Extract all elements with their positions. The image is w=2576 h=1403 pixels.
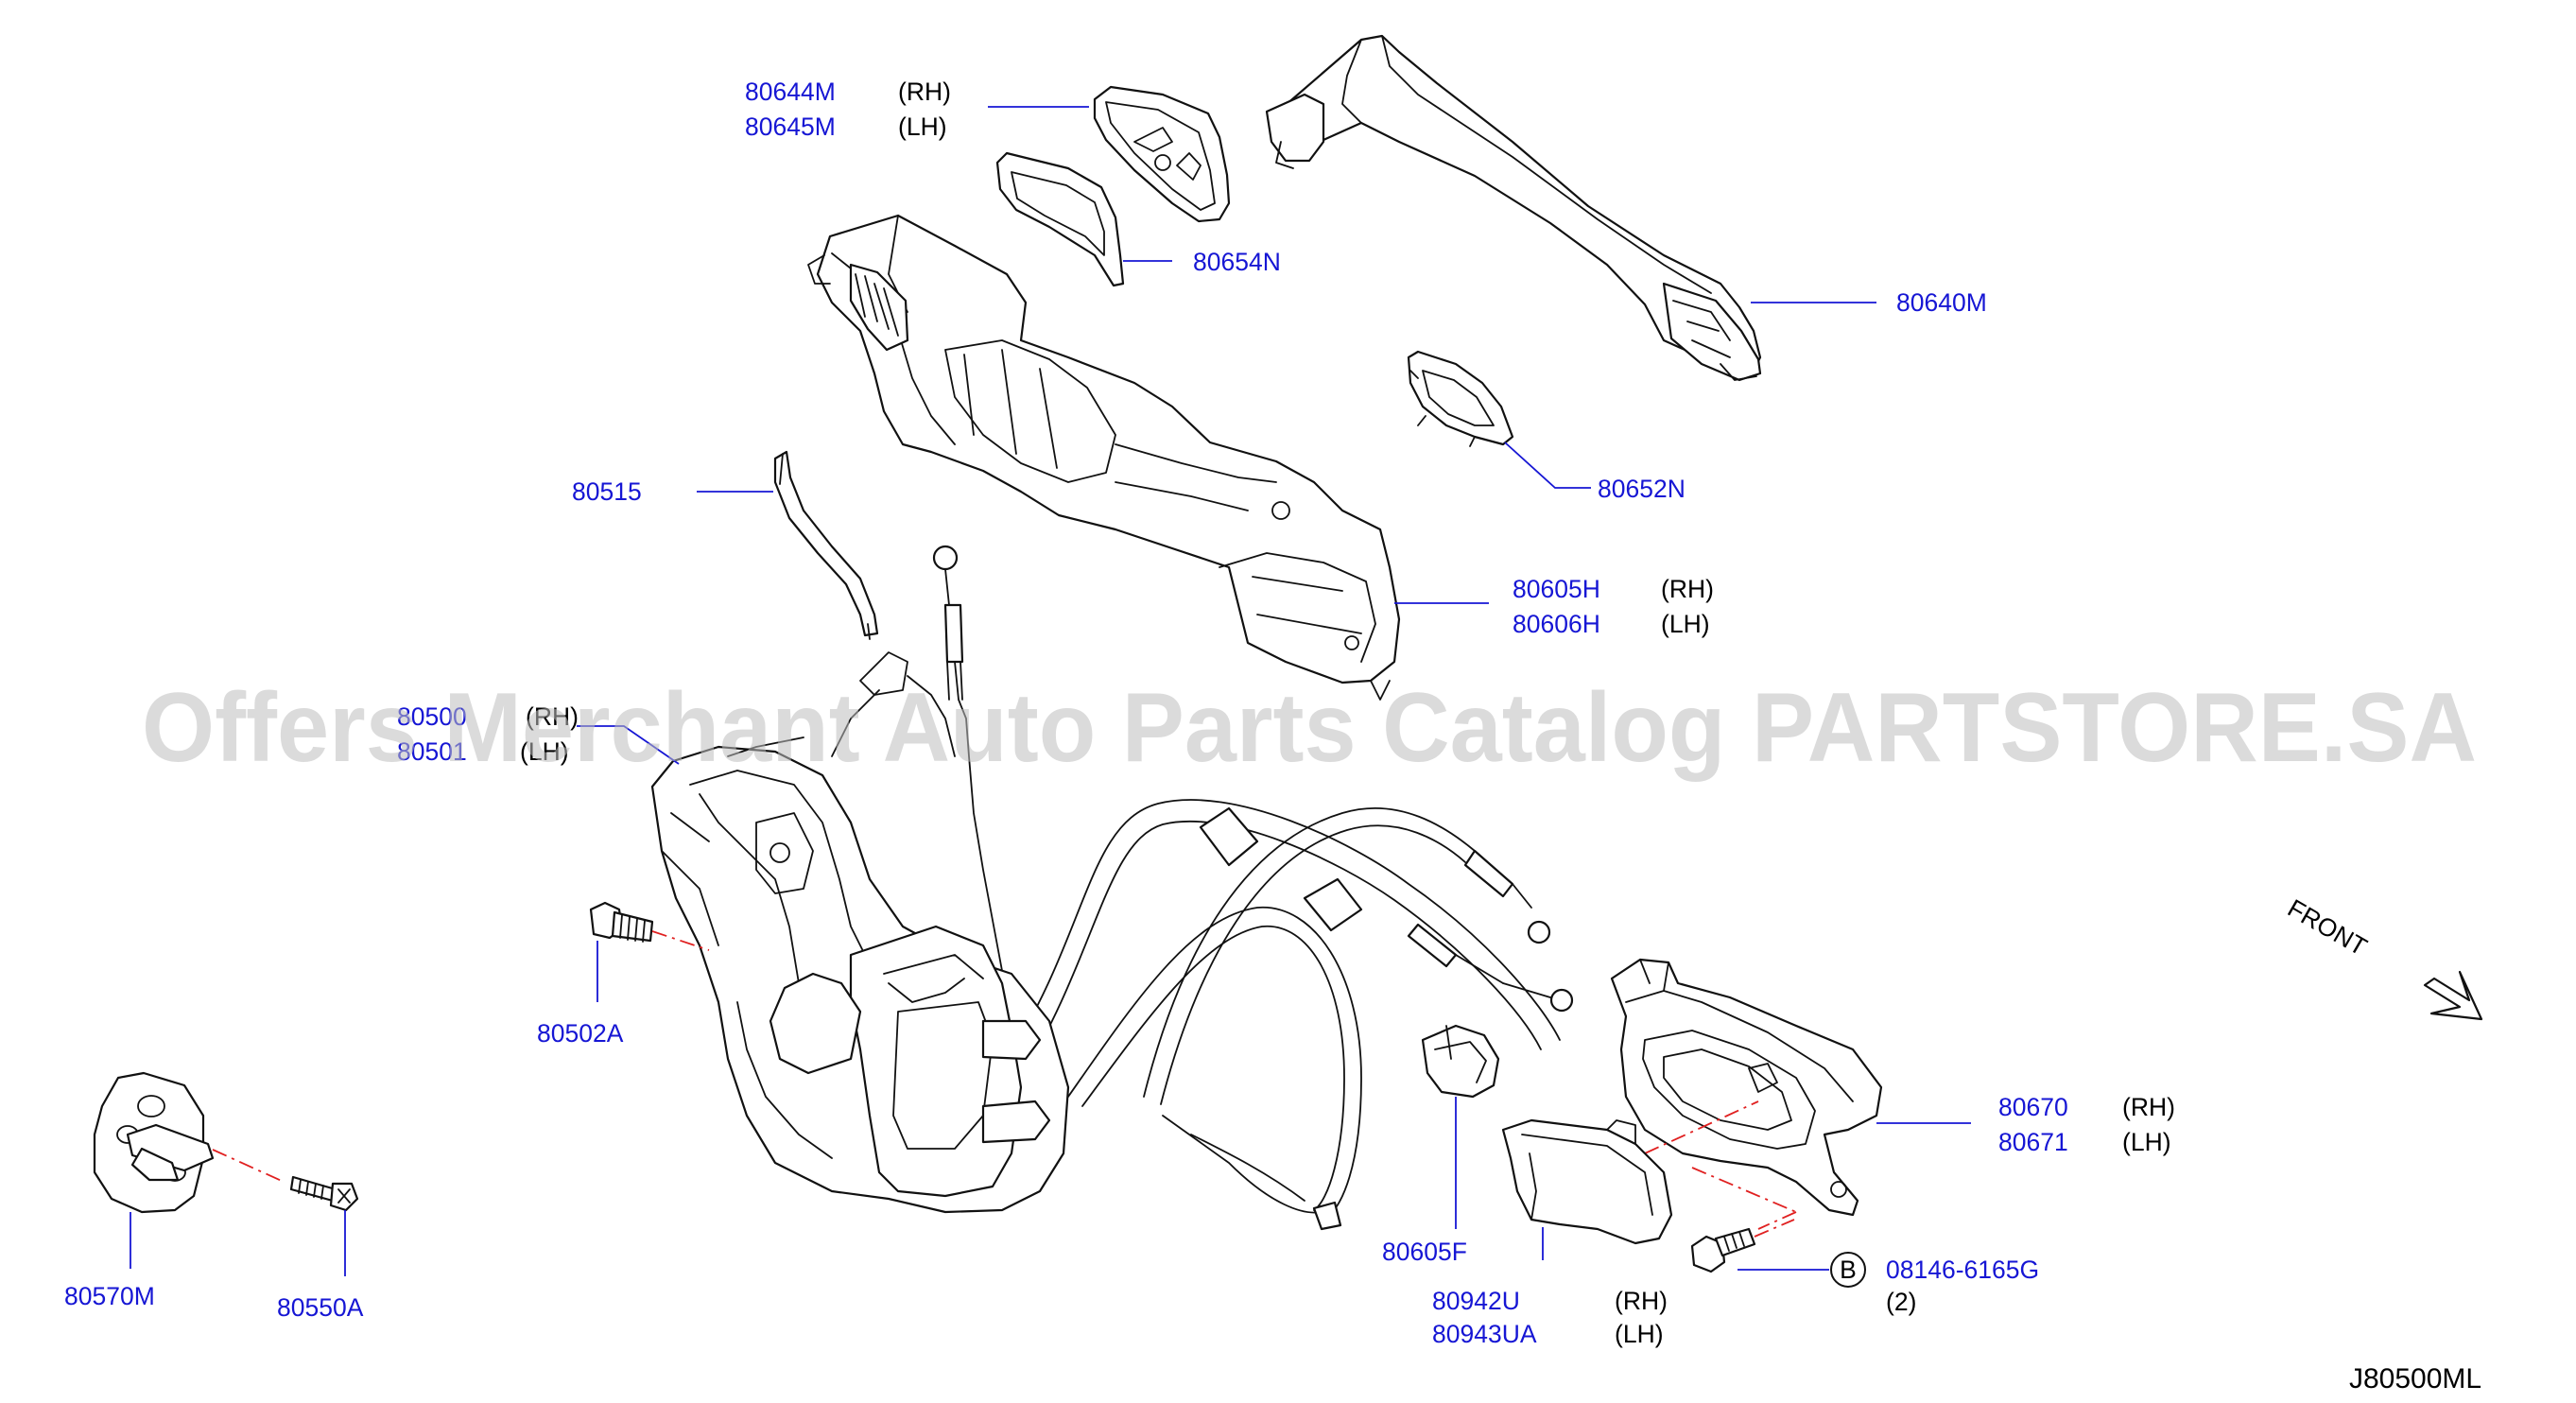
callout-80606H: 80606H (LH) — [1513, 610, 1710, 638]
side-lh: (LH) — [898, 113, 947, 141]
leader-lines — [130, 106, 1971, 1276]
part-number-80550A: 80550A — [277, 1293, 364, 1322]
callout-80943UA: 80943UA (LH) — [1432, 1320, 1664, 1348]
callout-80645M: 80645M (LH) — [745, 113, 947, 141]
front-label: FRONT — [2283, 893, 2372, 961]
side-lh: (LH) — [1661, 610, 1710, 638]
part-number-80652N: 80652N — [1598, 475, 1686, 503]
part-number-80671: 80671 — [1998, 1128, 2068, 1156]
bolt-08146-6165G — [1690, 1219, 1795, 1273]
callout-80644M: 80644M (RH) — [745, 78, 951, 106]
side-rh: (RH) — [526, 702, 579, 731]
clip-80605F — [1421, 1024, 1500, 1099]
callout-80500: 80500 (RH) — [397, 702, 579, 731]
outside-handle-80640M — [1265, 34, 1762, 382]
part-number-80644M: 80644M — [745, 78, 836, 106]
seal-80652N — [1407, 350, 1514, 447]
part-number-80605H: 80605H — [1513, 575, 1600, 603]
side-lh: (LH) — [520, 737, 569, 766]
callout-80501: 80501 (LH) — [397, 737, 569, 766]
side-rh: (RH) — [898, 78, 951, 106]
callout-80670: 80670 (RH) — [1998, 1093, 2175, 1121]
diagram-code: J80500ML — [2349, 1363, 2481, 1394]
part-number-80515: 80515 — [572, 477, 642, 506]
part-number-80670: 80670 — [1998, 1093, 2068, 1121]
part-number-80500: 80500 — [397, 702, 467, 731]
side-lh: (LH) — [1615, 1320, 1664, 1348]
part-number-80654N: 80654N — [1193, 248, 1281, 276]
side-lh: (LH) — [2122, 1128, 2171, 1156]
part-number-80640M: 80640M — [1896, 288, 1987, 317]
door-lock-80500 — [650, 651, 1070, 1214]
handle-frame-80605H — [807, 214, 1401, 701]
screw-80550A — [289, 1175, 359, 1212]
side-rh: (RH) — [2122, 1093, 2175, 1121]
callout-80605H: 80605H (RH) — [1513, 575, 1714, 603]
front-arrow-icon — [2423, 970, 2483, 1021]
bolt-80502A — [589, 901, 710, 951]
callout-80671: 80671 (LH) — [1998, 1128, 2171, 1156]
gasket-80654N — [995, 151, 1125, 287]
side-rh: (RH) — [1615, 1287, 1668, 1315]
rod-80515 — [773, 450, 879, 640]
part-number-80645M: 80645M — [745, 113, 836, 141]
side-rh: (RH) — [1661, 575, 1714, 603]
marker-circle — [1830, 1252, 1866, 1288]
quantity: (2) — [1886, 1288, 1916, 1316]
watermark: Offers Merchant Auto Parts Catalog PARTS… — [142, 673, 2477, 783]
marker-letter: B — [1840, 1256, 1857, 1284]
callout-08146-6165G: B 08146-6165G (2) — [1830, 1252, 2039, 1316]
part-number-80606H: 80606H — [1513, 610, 1600, 638]
cover-80942U — [1501, 1118, 1673, 1245]
control-rod — [932, 545, 1012, 1022]
inside-handle-80670 — [1610, 958, 1883, 1230]
front-indicator: FRONT — [2283, 893, 2483, 1021]
part-number-80502A: 80502A — [537, 1019, 624, 1048]
part-number-80942U: 80942U — [1432, 1287, 1520, 1315]
cables — [1005, 799, 1574, 1231]
striker-80570M — [93, 1071, 285, 1214]
part-number-08146-6165G: 08146-6165G — [1886, 1256, 2039, 1284]
part-number-80943UA: 80943UA — [1432, 1320, 1537, 1348]
callout-80942U: 80942U (RH) — [1432, 1287, 1668, 1315]
part-number-80605F: 80605F — [1382, 1238, 1467, 1266]
part-number-80570M: 80570M — [64, 1282, 155, 1310]
part-number-80501: 80501 — [397, 737, 467, 766]
escutcheon-80644M — [1093, 85, 1231, 223]
